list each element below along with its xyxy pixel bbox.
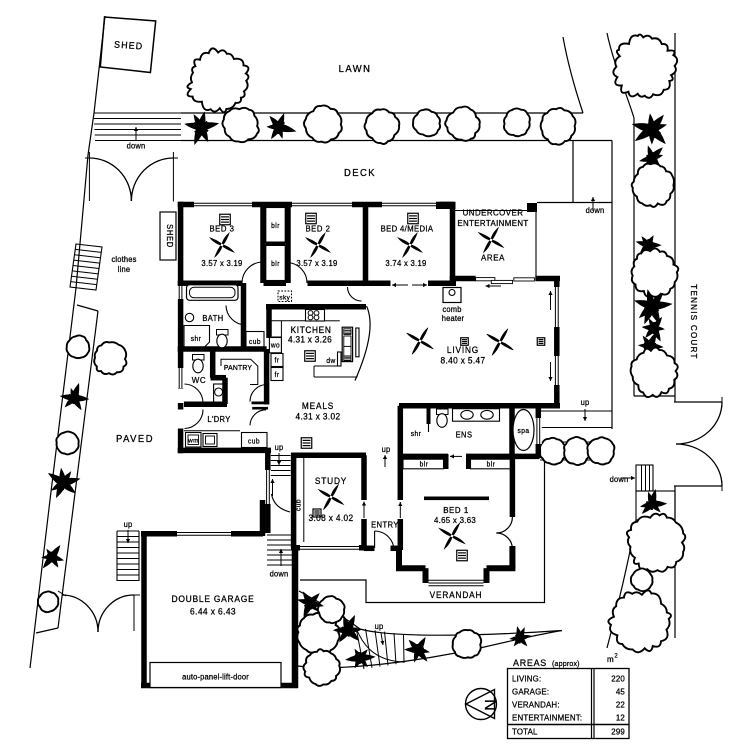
svg-text:down: down [127, 141, 146, 150]
svg-text:BED 2: BED 2 [305, 224, 330, 233]
svg-text:up: up [124, 520, 133, 529]
svg-text:L'DRY: L'DRY [207, 415, 230, 424]
svg-text:down: down [586, 206, 605, 215]
svg-text:fr: fr [275, 357, 280, 364]
svg-text:WC: WC [192, 376, 207, 385]
svg-text:shr: shr [191, 336, 202, 343]
svg-text:dw: dw [326, 358, 335, 365]
svg-text:sky: sky [279, 294, 290, 301]
svg-text:22: 22 [616, 700, 625, 709]
svg-text:blr: blr [271, 261, 280, 268]
svg-text:up: up [382, 445, 391, 454]
svg-text:m: m [607, 655, 614, 664]
svg-text:LAWN: LAWN [339, 64, 372, 75]
svg-text:cub: cub [295, 499, 302, 511]
svg-text:3.57 x 3.19: 3.57 x 3.19 [296, 259, 337, 268]
svg-text:8.40 x 5.47: 8.40 x 5.47 [440, 355, 485, 365]
svg-text:220: 220 [611, 674, 625, 683]
svg-text:(approx): (approx) [552, 659, 580, 668]
svg-text:fr: fr [275, 372, 280, 379]
svg-text:MEALS: MEALS [302, 401, 334, 411]
svg-text:clothes: clothes [111, 255, 136, 264]
svg-text:BED 4/MEDIA: BED 4/MEDIA [381, 224, 434, 233]
svg-text:spa: spa [517, 428, 529, 435]
svg-text:12: 12 [616, 713, 625, 722]
svg-text:PANTRY: PANTRY [224, 363, 252, 372]
svg-text:TENNIS COURT: TENNIS COURT [689, 284, 698, 359]
svg-text:UNDERCOVER: UNDERCOVER [463, 208, 524, 217]
svg-text:wm: wm [187, 437, 199, 444]
svg-text:auto-panel-lift-door: auto-panel-lift-door [182, 672, 249, 681]
svg-text:3.74 x 3.19: 3.74 x 3.19 [385, 259, 426, 268]
svg-text:STUDY: STUDY [315, 476, 347, 486]
svg-text:up: up [275, 443, 284, 452]
svg-text:heater: heater [442, 314, 465, 323]
svg-text:wo: wo [270, 342, 280, 349]
svg-text:shr: shr [411, 431, 422, 438]
svg-text:AREA: AREA [481, 253, 505, 262]
svg-text:ENTRY: ENTRY [371, 520, 399, 529]
svg-text:3.57 x 3.19: 3.57 x 3.19 [201, 259, 242, 268]
svg-text:N: N [483, 699, 500, 711]
svg-text:6.44 x 6.43: 6.44 x 6.43 [190, 606, 236, 616]
svg-text:4.31 x 3.02: 4.31 x 3.02 [295, 411, 340, 421]
svg-text:comb: comb [442, 305, 461, 314]
svg-text:BATH: BATH [202, 314, 223, 323]
svg-text:DOUBLE GARAGE: DOUBLE GARAGE [172, 594, 255, 604]
svg-text:VERANDAH:: VERANDAH: [512, 700, 560, 709]
svg-text:down: down [270, 569, 289, 578]
svg-text:ENTERTAINMENT: ENTERTAINMENT [457, 219, 528, 228]
svg-text:DECK: DECK [344, 168, 376, 179]
svg-text:ENTERTAINMENT:: ENTERTAINMENT: [512, 713, 582, 722]
svg-text:3.08 x 4.02: 3.08 x 4.02 [308, 513, 353, 523]
svg-text:up: up [375, 622, 384, 631]
svg-text:cub: cub [249, 339, 261, 346]
svg-text:SHED: SHED [165, 224, 174, 248]
svg-text:up: up [581, 398, 590, 407]
svg-text:down: down [610, 475, 629, 484]
svg-text:VERANDAH: VERANDAH [430, 590, 483, 600]
svg-text:KITCHEN: KITCHEN [291, 325, 332, 335]
svg-text:BED 3: BED 3 [209, 224, 234, 233]
svg-text:45: 45 [616, 687, 625, 696]
svg-text:SHED: SHED [114, 39, 144, 51]
svg-text:blr: blr [420, 461, 429, 468]
svg-text:GARAGE:: GARAGE: [512, 687, 549, 696]
svg-text:blr: blr [271, 223, 280, 230]
svg-text:cub: cub [248, 438, 260, 445]
svg-text:299: 299 [611, 727, 625, 736]
svg-text:blr: blr [487, 461, 496, 468]
svg-text:4.31 x 3.26: 4.31 x 3.26 [288, 334, 332, 344]
svg-text:line: line [118, 265, 130, 274]
svg-text:LIVING:: LIVING: [512, 674, 541, 683]
svg-text:TOTAL: TOTAL [512, 727, 538, 736]
svg-text:ENS: ENS [456, 430, 473, 439]
svg-text:AREAS: AREAS [513, 658, 547, 668]
svg-text:PAVED: PAVED [116, 434, 154, 445]
svg-text:2: 2 [615, 653, 619, 659]
svg-text:4.65 x 3.63: 4.65 x 3.63 [434, 516, 476, 525]
svg-text:BED 1: BED 1 [443, 506, 469, 515]
svg-text:LIVING: LIVING [447, 345, 479, 355]
